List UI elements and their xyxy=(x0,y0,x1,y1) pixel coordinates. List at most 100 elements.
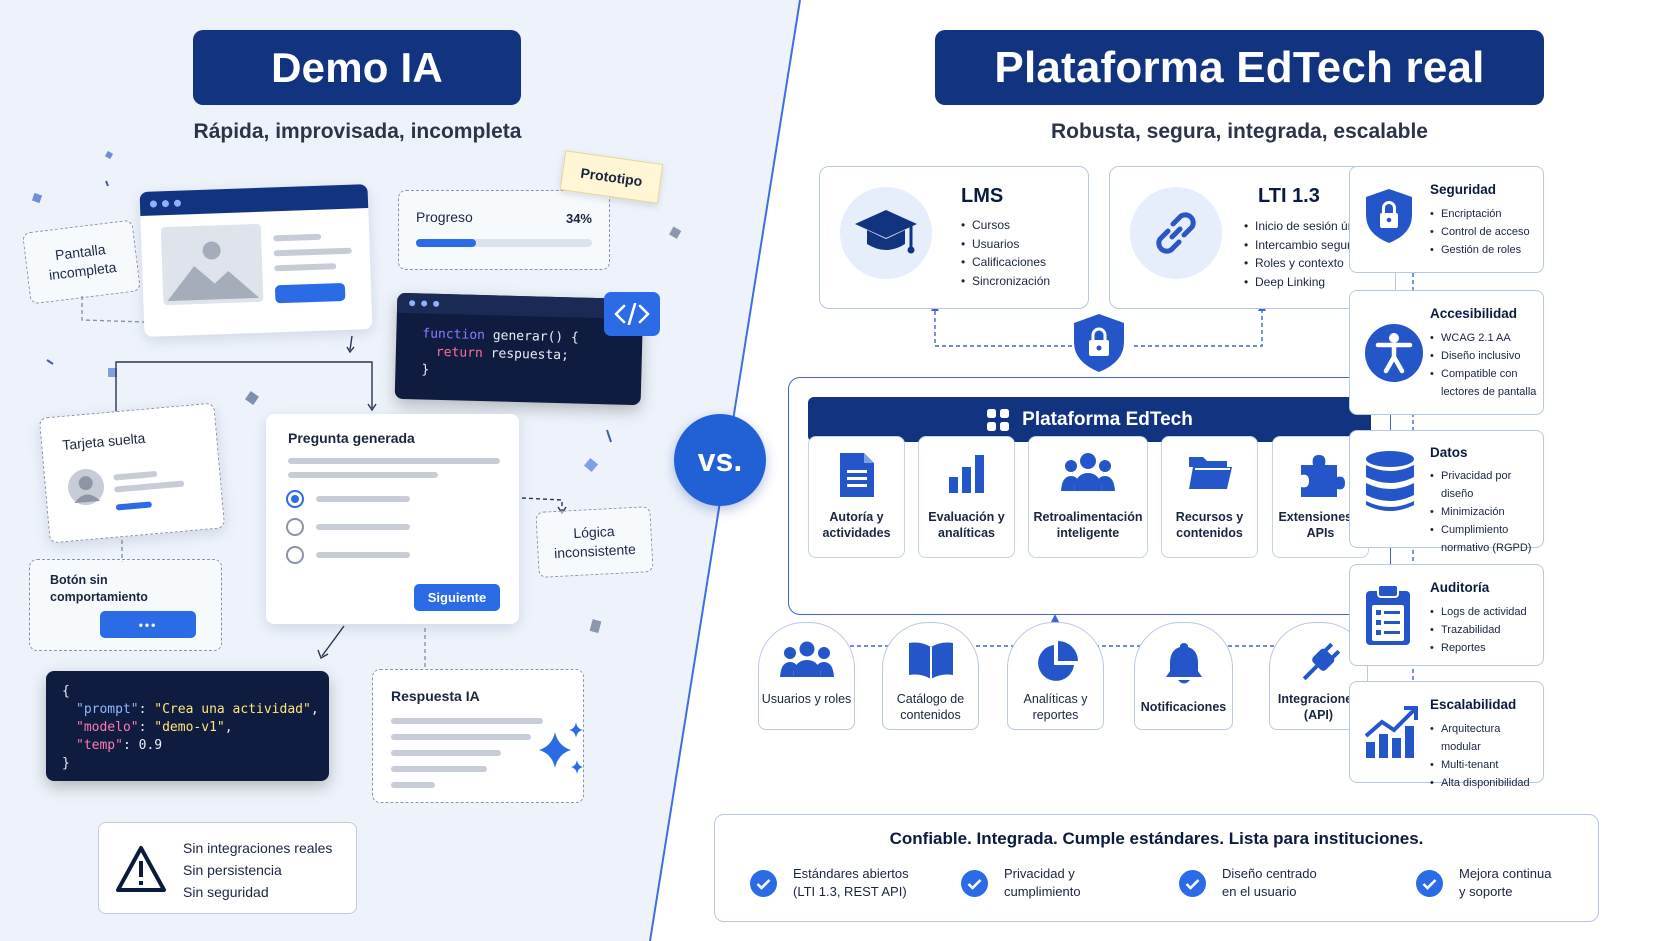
lti-card: LTI 1.3 Inicio de sesión único Intercamb… xyxy=(1109,166,1396,309)
note-button-no-behavior: Botón sin comportamiento ••• xyxy=(29,559,222,651)
ai-response-title: Respuesta IA xyxy=(391,688,480,704)
panel-item: Minimización xyxy=(1430,503,1544,521)
code-tag-icon xyxy=(604,292,660,336)
service-integrations[interactable]: Integraciones (API) xyxy=(1269,622,1368,730)
service-label: Analíticas y reportes xyxy=(1023,692,1088,722)
ai-response-card: Respuesta IA xyxy=(372,669,584,803)
panel-title: Accesibilidad xyxy=(1430,306,1518,321)
module-label: Evaluación y analíticas xyxy=(928,510,1005,540)
service-notifications[interactable]: Notificaciones xyxy=(1134,622,1233,730)
panel-security: Seguridad Encriptación Control de acceso… xyxy=(1349,166,1544,273)
radio-option-2[interactable] xyxy=(286,518,304,536)
lti-item: Roles y contexto xyxy=(1244,254,1370,273)
grid-apps-icon xyxy=(987,408,1010,431)
service-analytics[interactable]: Analíticas y reportes xyxy=(1007,622,1104,730)
check-icon xyxy=(750,870,777,897)
incomplete-screen-mock xyxy=(139,184,373,337)
progress-value: 34% xyxy=(565,211,592,226)
panel-item: Logs de actividad xyxy=(1430,603,1527,621)
lti-item: Inicio de sesión único xyxy=(1244,217,1370,236)
panel-item: Diseño inclusivo xyxy=(1430,347,1540,365)
panel-item: Control de acceso xyxy=(1430,223,1530,241)
module-extensions[interactable]: Extensiones y APIs xyxy=(1272,436,1369,558)
confetti-decoration xyxy=(31,150,682,634)
generated-question-card: Pregunta generada Siguiente xyxy=(266,414,519,624)
json-key-temp: "temp" xyxy=(76,738,123,753)
lms-item: Calificaciones xyxy=(961,253,1050,272)
next-button[interactable]: Siguiente xyxy=(414,584,500,611)
module-authoring[interactable]: Autoría y actividades xyxy=(808,436,905,558)
clipboard-icon xyxy=(1366,584,1410,645)
footer-item-line: Mejora continua xyxy=(1459,866,1552,881)
panel-item: Encriptación xyxy=(1430,205,1530,223)
growth-chart-icon xyxy=(1364,706,1418,758)
dots-button[interactable]: ••• xyxy=(100,611,196,638)
people-icon xyxy=(1061,453,1115,491)
panel-scalability: Escalabilidad Arquitectura modular Multi… xyxy=(1349,681,1544,792)
progress-bar-track xyxy=(416,239,592,247)
warning-triangle-icon xyxy=(116,846,166,892)
panel-item: Compatible con lectores de pantalla xyxy=(1430,365,1540,401)
panel-item: Multi-tenant xyxy=(1430,756,1543,774)
lti-title: LTI 1.3 xyxy=(1258,185,1320,207)
module-resources[interactable]: Recursos y contenidos xyxy=(1161,436,1258,558)
bar-chart-icon xyxy=(948,455,984,493)
service-label: Usuarios y roles xyxy=(761,692,852,706)
lms-item: Usuarios xyxy=(961,235,1050,254)
panel-item: Trazabilidad xyxy=(1430,621,1527,639)
book-icon xyxy=(908,642,953,679)
panel-item: Alta disponibilidad xyxy=(1430,774,1543,792)
puzzle-icon xyxy=(1300,455,1345,497)
accessibility-icon xyxy=(1365,324,1423,382)
panel-item: Gestión de roles xyxy=(1430,241,1530,259)
panel-item: Reportes xyxy=(1430,639,1527,657)
pie-chart-icon xyxy=(1037,641,1078,681)
footer-item-line: cumplimiento xyxy=(1004,884,1081,899)
warning-item-1: Sin integraciones reales xyxy=(183,840,333,856)
service-catalog[interactable]: Catálogo de contenidos xyxy=(882,622,979,730)
footer-item-line: Privacidad y xyxy=(1004,866,1075,881)
module-label: Recursos y contenidos xyxy=(1175,510,1244,540)
users-icon xyxy=(779,641,834,677)
check-icon xyxy=(1179,870,1206,897)
footer-headline: Confiable. Integrada. Cumple estándares.… xyxy=(889,829,1424,848)
panel-item: Privacidad por diseño xyxy=(1430,467,1544,503)
platform-subtitle: Robusta, segura, integrada, escalable xyxy=(1051,120,1428,143)
avatar-placeholder-icon xyxy=(66,467,106,507)
left-connectors xyxy=(81,296,567,668)
module-label: Autoría y actividades xyxy=(822,510,891,540)
json-value-prompt: "Crea una actividad" xyxy=(154,702,311,717)
graduation-cap-icon xyxy=(840,187,932,279)
shield-icon xyxy=(1366,189,1412,243)
lti-item: Deep Linking xyxy=(1244,273,1370,292)
json-close-brace: } xyxy=(62,756,70,771)
service-label: Integraciones (API) xyxy=(1277,692,1360,722)
panel-item: Arquitectura modular xyxy=(1430,720,1543,756)
progress-label: Progreso xyxy=(416,209,473,225)
footer-item-line: y soporte xyxy=(1459,884,1513,899)
module-evaluation[interactable]: Evaluación y analíticas xyxy=(918,436,1015,558)
platform-header: Plataforma EdTech xyxy=(808,397,1371,442)
service-users[interactable]: Usuarios y roles xyxy=(758,622,855,730)
check-icon xyxy=(1416,870,1443,897)
panel-title: Auditoría xyxy=(1430,580,1490,595)
radio-option-1[interactable] xyxy=(286,490,304,508)
demo-subtitle: Rápida, improvisada, incompleta xyxy=(193,120,522,143)
panel-title: Datos xyxy=(1430,445,1468,460)
radio-option-3[interactable] xyxy=(286,546,304,564)
module-feedback[interactable]: Retroalimentación inteligente xyxy=(1028,436,1148,558)
prompt-json-code: { "prompt": "Crea una actividad", "model… xyxy=(46,671,329,781)
progress-bar-fill xyxy=(416,239,476,247)
question-title: Pregunta generada xyxy=(288,430,415,446)
panel-accessibility: Accesibilidad WCAG 2.1 AA Diseño inclusi… xyxy=(1349,290,1544,415)
panel-audit: Auditoría Logs de actividad Trazabilidad… xyxy=(1349,564,1544,666)
json-value-temp: 0.9 xyxy=(138,738,163,753)
loose-card: Tarjeta suelta xyxy=(38,402,226,544)
json-key-prompt: "prompt" xyxy=(76,702,139,717)
document-icon xyxy=(839,453,874,497)
footer-box: Confiable. Integrada. Cumple estándares.… xyxy=(714,814,1599,922)
note-button-no-behavior-text: Botón sin comportamiento xyxy=(50,573,148,604)
warning-item-3: Sin seguridad xyxy=(183,884,269,900)
panel-title: Escalabilidad xyxy=(1430,697,1517,712)
folder-icon xyxy=(1188,457,1232,489)
